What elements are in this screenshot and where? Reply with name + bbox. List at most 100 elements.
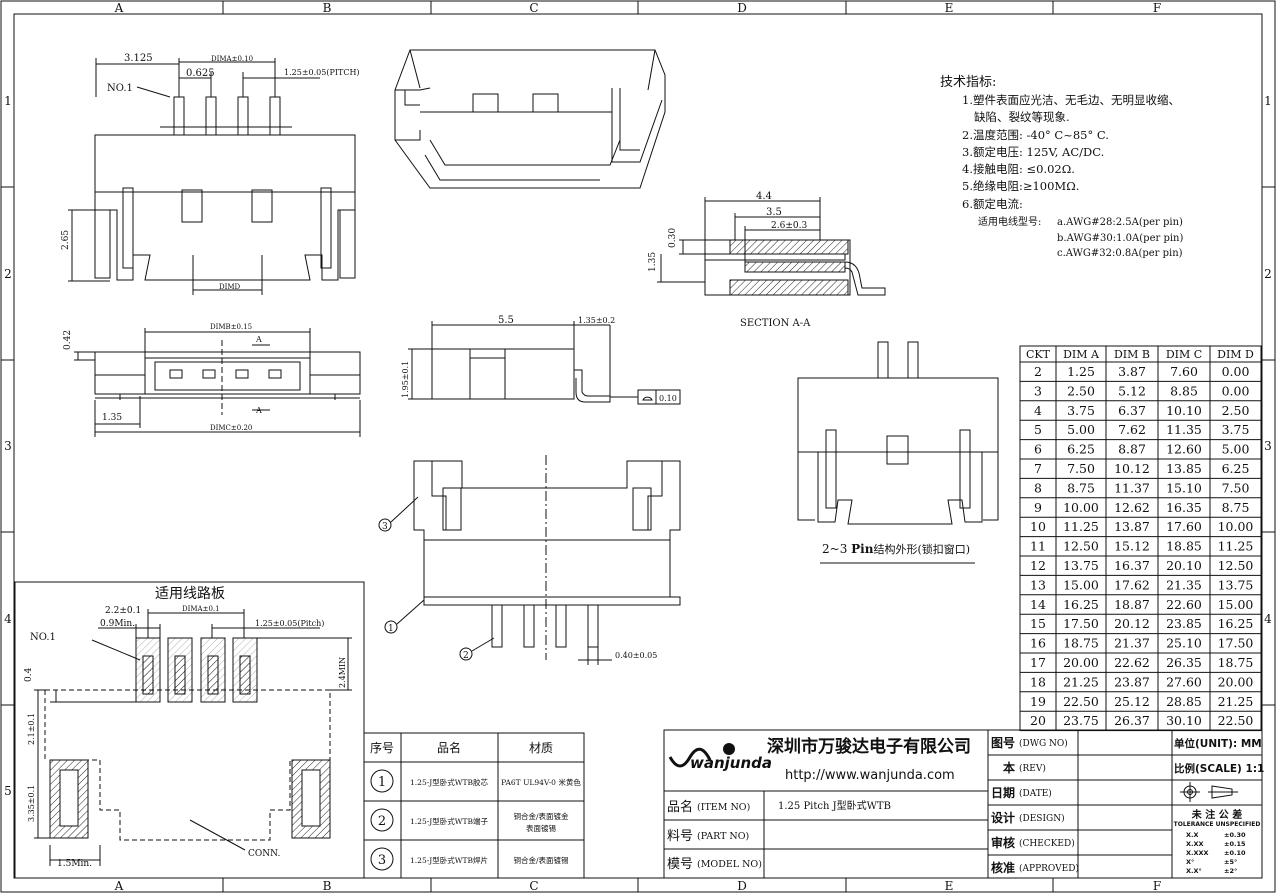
dim-pitch: 1.25±0.05(PITCH) [284,68,360,77]
row-label: 4 [4,612,12,626]
dim-table-cell: 30.10 [1166,713,1202,728]
dim-table-cell: 15.10 [1166,480,1202,495]
pcb-layout-drawing [14,581,365,879]
dim-table-cell: 11.35 [1166,422,1202,437]
side-view-drawing [408,321,681,405]
dim-dimb: DIMB±0.15 [210,323,252,331]
dim-table-cell: 11.25 [1063,519,1099,534]
dim-22: 2.2±0.1 [105,606,141,616]
dim-15min: 1.5Min. [57,859,92,869]
dim-table-cell: 16.25 [1063,597,1099,612]
dim-table-cell: 15.00 [1063,577,1099,592]
dim-26: 2.6±0.3 [771,221,807,231]
pcb-layout-dims: 适用线路板 2.2±0.1 0.9Min. DIMA±0.1 1.25±0.05… [24,586,347,869]
dim-table-cell: 2 [1034,364,1042,379]
top-view-drawing [68,58,356,295]
field-label: 本 [1003,760,1015,775]
dim-table-cell: 2.50 [1222,403,1250,418]
dim-table-cell: 22.62 [1114,655,1150,670]
dim-table-header: DIM A [1063,348,1100,361]
dim-table-cell: 20.00 [1218,674,1254,689]
iso-view-drawing [394,49,666,189]
dim-table-cell: 20 [1030,713,1046,728]
dim-table-cell: 0.00 [1222,383,1250,398]
dim-table-cell: 8.87 [1118,442,1146,457]
dim-table-cell: 20.10 [1166,558,1202,573]
pin23-range: 2~3 [822,542,851,556]
pin23-desc: 结构外形(锁扣窗口) [873,542,970,556]
bom-name: 1.25-J型卧式WTB焊片 [410,855,488,865]
dim-35: 3.5 [766,207,782,218]
logo-text: wanjunda [690,754,772,772]
dim-table-cell: 12.62 [1114,500,1150,515]
dim-table-cell: 12.50 [1063,539,1099,554]
dim-030: 0.30 [668,228,678,248]
model-label-en: (MODEL NO) [697,859,762,870]
company-logo: wanjunda [668,743,772,772]
tol-val: ±5° [1224,858,1237,866]
bom-index: 1 [378,775,386,790]
dim-pitch-pcb: 1.25±0.05(Pitch) [255,619,324,628]
dim-table-header: DIM D [1217,348,1254,361]
dim-table-cell: 16.37 [1114,558,1150,573]
unit-label: 单位(UNIT): MM [1174,737,1262,750]
dim-table-cell: 21.35 [1166,577,1202,592]
item-label-en: (ITEM NO) [697,802,750,813]
dim-040: 0.40±0.05 [615,651,657,660]
dim-table-cell: 6.37 [1118,403,1146,418]
dim-table-cell: 13.75 [1063,558,1099,573]
col-label: F [1153,879,1161,893]
field-label: 日期 [991,785,1015,800]
dim-table-cell: 17.50 [1218,636,1254,651]
row-label: 3 [1264,439,1272,453]
dim-table-cell: 7 [1034,461,1042,476]
row-label: 1 [4,94,12,108]
col-label: D [737,1,747,15]
section-view-dims: 4.4 3.5 2.6±0.3 0.30 1.35 SECTION A-A [648,191,811,329]
wire-label: 适用电线型号: [978,215,1041,228]
dim-table-cell: 6 [1034,442,1042,457]
bom-material: 铜合金/表面镀金 [513,811,569,821]
col-label: A [114,1,124,15]
pcb-title: 适用线路板 [155,586,225,602]
tech-spec-item: 4.接触电阻: ≤0.02Ω. [962,162,1075,176]
tol-val: ±0.15 [1224,840,1246,848]
dim-44: 4.4 [756,191,772,202]
dim-195: 1.95±0.1 [401,361,410,398]
dim-table-cell: 3.75 [1067,403,1095,418]
dim-042: 0.42 [63,330,73,350]
dim-table-cell: 10.00 [1063,500,1099,515]
dim-table-cell: 20.12 [1114,616,1150,631]
dim-table-cell: 3.75 [1222,422,1250,437]
dim-04: 0.4 [24,667,34,682]
tech-spec-item: 2.温度范围: -40° C~85° C. [962,128,1109,142]
title-block: wanjunda 深圳市万骏达电子有限公司 http://www.wanjund… [663,729,1264,879]
dim-table-frame [1019,345,1262,732]
col-label: F [1153,1,1161,15]
part-label-en: (PART NO) [697,831,749,842]
dim-table-cell: 18.85 [1166,539,1202,554]
section-label: SECTION A-A [740,318,811,329]
tol-key: X.X° [1186,867,1202,875]
field-label: 设计 [991,810,1015,825]
dim-table-cell: 14 [1030,597,1046,612]
row-label: 1 [1264,94,1272,108]
section-mark: A [255,406,262,415]
dim-dima-pcb: DIMA±0.1 [182,605,220,613]
dim-table-cell: 16.25 [1218,616,1254,631]
dim-table-cell: 5.12 [1118,383,1146,398]
tech-spec-item: 1.塑件表面应光洁、无毛边、无明显收缩、 [962,93,1180,107]
section-mark: A [255,335,262,344]
tolerance-sub: TOLERANCE UNSPECIFIED [1174,821,1261,828]
field-label-en: (DATE) [1019,788,1052,799]
dim-135-02: 1.35±0.2 [578,316,615,325]
field-label-en: (CHECKED) [1019,838,1075,849]
item-label: 品名 [667,799,693,815]
dim-table-cell: 22.50 [1063,694,1099,709]
dim-table-cell: 25.10 [1166,636,1202,651]
tech-spec-item: 6.额定电流: [962,197,1023,211]
col-label: C [529,1,538,15]
company-name: 深圳市万骏达电子有限公司 [767,736,971,757]
